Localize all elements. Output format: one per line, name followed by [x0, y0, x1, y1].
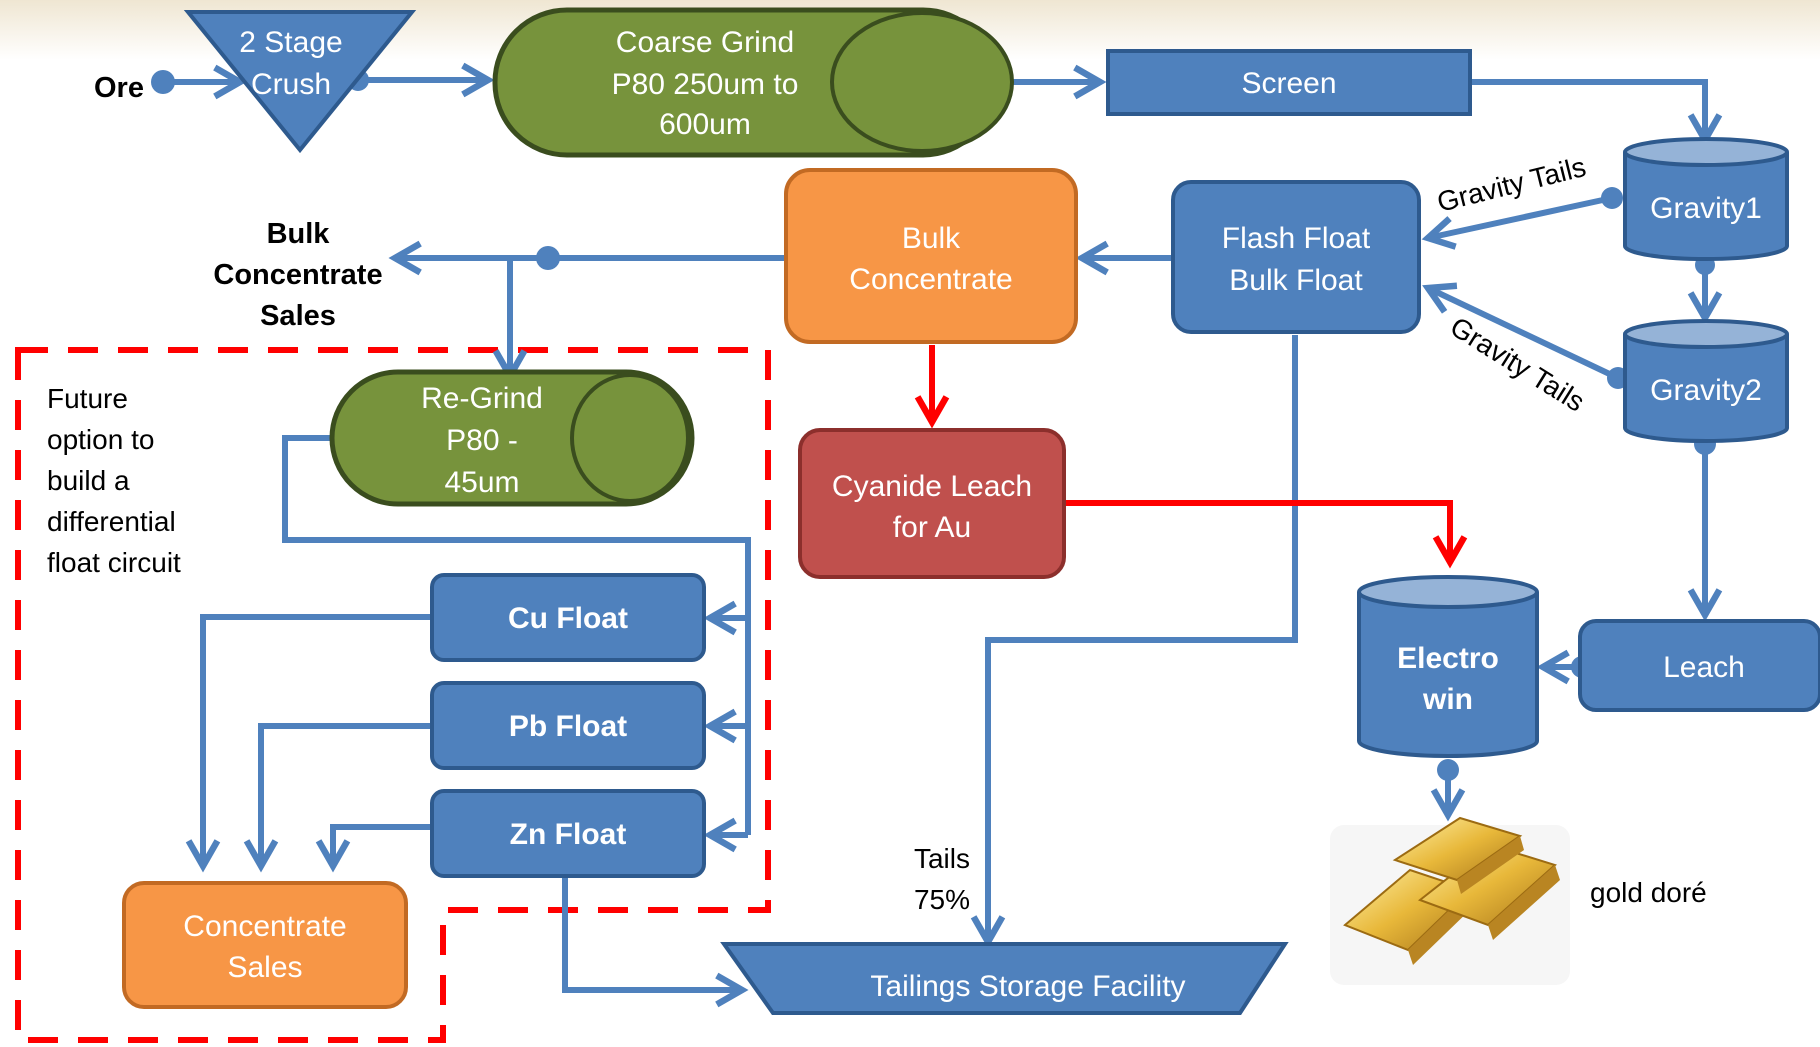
leach-node: Leach: [1578, 619, 1820, 712]
zn-float-label: Zn Float: [510, 818, 627, 851]
crush-node: 2 Stage Crush: [183, 10, 417, 154]
crush-label-1: 2 Stage: [239, 26, 342, 59]
pb-float-node: Pb Float: [430, 681, 706, 770]
flash-float-label-2: Bulk Float: [1229, 264, 1363, 297]
cu-float-label: Cu Float: [508, 602, 628, 635]
flow-cu-sales: [185, 614, 432, 873]
future-line-5: float circuit: [47, 547, 181, 578]
gravity2-label: Gravity2: [1650, 374, 1762, 407]
bulk-sales-label-1: Bulk: [267, 218, 331, 250]
gold-bars-image: [1330, 816, 1570, 985]
tails-label-1: Tails: [914, 843, 970, 874]
tailings-node: Tailings Storage Facility: [720, 942, 1289, 1015]
grind-label-1: Coarse Grind: [616, 26, 794, 59]
flow-pb-sales: [243, 723, 432, 873]
future-line-4: differential: [47, 506, 176, 537]
gravity1-label: Gravity1: [1650, 192, 1762, 225]
bulk-concentrate-sales-node: Bulk Concentrate Sales: [213, 218, 382, 332]
future-circuit-outline: [15, 347, 771, 1043]
red-flows: [914, 345, 1468, 569]
cyanide-label-1: Cyanide Leach: [832, 470, 1032, 503]
flow-gravity-tails-2: [1422, 282, 1620, 381]
blue-flows: [165, 62, 1723, 1008]
flow-tails: [970, 335, 1298, 949]
coarse-grind-node: Coarse Grind P80 250um to 600um: [492, 7, 1014, 158]
electrowin-label-2: win: [1422, 683, 1473, 716]
leach-label: Leach: [1663, 651, 1745, 684]
cyanide-label-2: for Au: [893, 511, 971, 544]
pb-float-label: Pb Float: [509, 710, 627, 743]
future-option-text: Future option to build a differential fl…: [47, 383, 181, 578]
electrowin-node: Electro win: [1357, 575, 1539, 758]
bulk-conc-label-1: Bulk: [902, 222, 961, 255]
future-line-2: option to: [47, 424, 154, 455]
gold-dore-label: gold doré: [1590, 877, 1707, 908]
cyanide-leach-node: Cyanide Leach for Au: [798, 428, 1066, 579]
gravity-tails-label-2: Gravity Tails: [1445, 311, 1590, 418]
electrowin-label-1: Electro: [1397, 642, 1499, 675]
flow-regrind-return: [282, 435, 751, 835]
bulk-sales-label-2: Concentrate: [213, 259, 382, 291]
flash-float-label-1: Flash Float: [1222, 222, 1371, 255]
crush-label-2: Crush: [251, 68, 331, 101]
gravity2-node: Gravity2: [1623, 319, 1789, 443]
bulk-concentrate-node: Bulk Concentrate: [784, 168, 1078, 344]
flow-cyanide-electrowin: [1063, 500, 1468, 569]
screen-node: Screen: [1106, 49, 1472, 116]
ore-label: Ore: [94, 72, 144, 104]
conc-sales-label-2: Sales: [227, 951, 302, 984]
cu-float-node: Cu Float: [430, 573, 706, 662]
bulk-conc-label-2: Concentrate: [849, 263, 1012, 296]
gravity1-node: Gravity1: [1623, 137, 1789, 261]
future-line-3: build a: [47, 465, 130, 496]
grind-label-3: 600um: [659, 108, 751, 141]
tailings-label: Tailings Storage Facility: [870, 970, 1185, 1003]
zn-float-node: Zn Float: [430, 789, 706, 878]
future-line-1: Future: [47, 383, 128, 414]
flow-gravity-tails-1: [1421, 195, 1613, 250]
tails-label-2: 75%: [914, 884, 970, 915]
regrind-node: Re-Grind P80 - 45um: [329, 369, 695, 507]
concentrate-sales-node: Concentrate Sales: [122, 881, 408, 1009]
flow-zn-tailings: [562, 870, 749, 1008]
regrind-label-2: P80 -: [446, 424, 518, 457]
flow-screen-gravity1: [1470, 79, 1723, 147]
grind-label-2: P80 250um to: [612, 68, 799, 101]
regrind-label-3: 45um: [444, 466, 519, 499]
flow-zn-sales: [315, 824, 432, 873]
regrind-label-1: Re-Grind: [421, 382, 543, 415]
screen-label: Screen: [1241, 67, 1336, 100]
flash-float-node: Flash Float Bulk Float: [1171, 180, 1421, 334]
conc-sales-label-1: Concentrate: [183, 910, 346, 943]
bulk-sales-label-3: Sales: [260, 300, 336, 332]
